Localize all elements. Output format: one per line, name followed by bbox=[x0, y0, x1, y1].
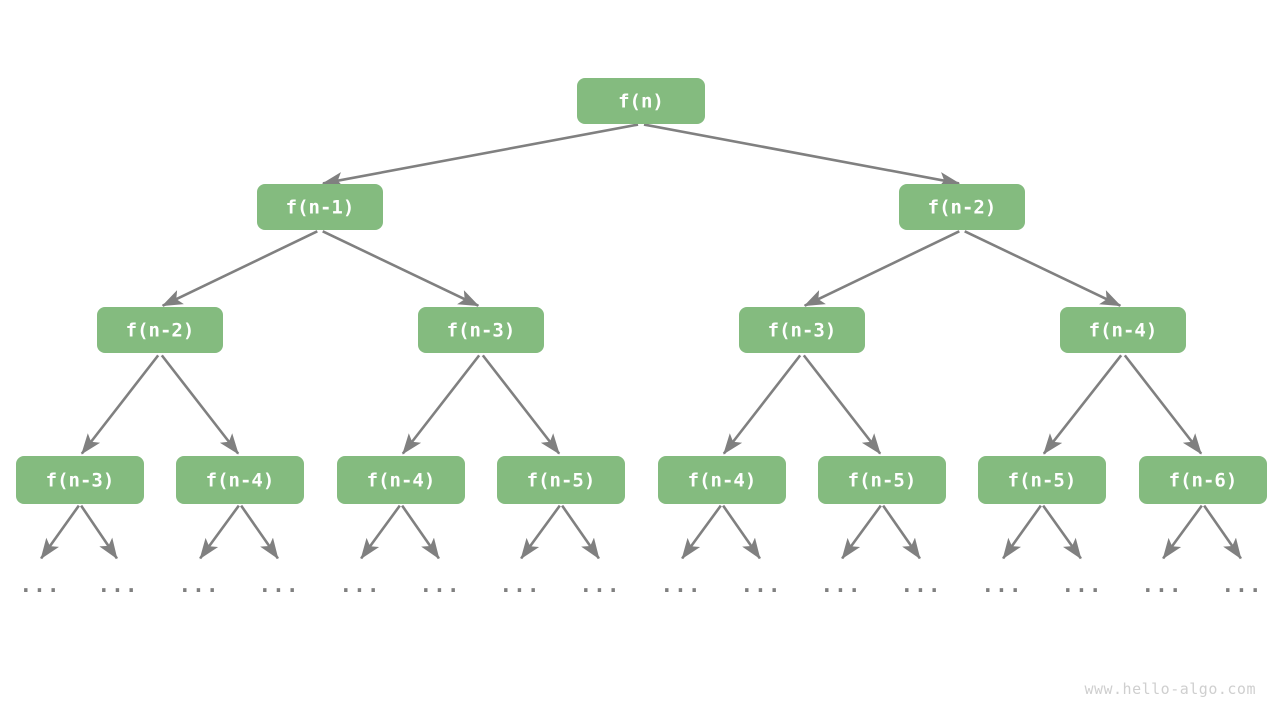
leaf-stub-edge bbox=[1002, 504, 1042, 560]
tree-node-label: f(n-3) bbox=[768, 320, 837, 342]
tree-edge bbox=[802, 354, 882, 455]
tree-edge bbox=[322, 230, 480, 307]
tree-node-box bbox=[337, 456, 465, 504]
tree-node-label: f(n-3) bbox=[46, 470, 115, 492]
tree-node[interactable]: f(n) bbox=[577, 78, 705, 124]
tree-node-label: f(n-5) bbox=[527, 470, 596, 492]
leaf-stub-edge bbox=[681, 504, 722, 560]
tree-node[interactable]: f(n-4) bbox=[1060, 307, 1186, 353]
tree-node-label: f(n-4) bbox=[688, 470, 757, 492]
leaf-stub-edge bbox=[401, 504, 440, 560]
tree-node-label: f(n-2) bbox=[928, 197, 997, 219]
leaf-stub-edge bbox=[561, 504, 600, 560]
leaf-stub-edge bbox=[1042, 504, 1082, 560]
edges-layer bbox=[80, 123, 1203, 455]
tree-node[interactable]: f(n-4) bbox=[337, 456, 465, 504]
leaf-stub-edges-layer bbox=[40, 504, 1242, 560]
ellipsis-marker: ... bbox=[982, 573, 1023, 597]
tree-node-label: f(n-4) bbox=[206, 470, 275, 492]
tree-node-label: f(n-5) bbox=[848, 470, 917, 492]
ellipsis-marker: ... bbox=[1142, 573, 1183, 597]
leaf-stub-edge bbox=[520, 504, 561, 560]
tree-node-label: f(n-3) bbox=[447, 320, 516, 342]
ellipsis-marker: ... bbox=[741, 573, 782, 597]
watermark: www.hello-algo.com bbox=[1084, 680, 1256, 698]
tree-node[interactable]: f(n-4) bbox=[658, 456, 786, 504]
tree-edge bbox=[1123, 354, 1203, 455]
ellipsis-marker: ... bbox=[1222, 573, 1263, 597]
ellipsis-marker: ... bbox=[580, 573, 621, 597]
tree-node-box bbox=[418, 307, 544, 353]
tree-node-box bbox=[577, 78, 705, 124]
leaf-stub-edge bbox=[40, 504, 80, 560]
ellipsis-marker: ... bbox=[500, 573, 541, 597]
tree-node-box bbox=[97, 307, 223, 353]
tree-edge bbox=[803, 230, 960, 307]
leaf-stub-edge bbox=[841, 504, 882, 560]
tree-edge bbox=[160, 354, 240, 455]
leaf-stub-edge bbox=[360, 504, 401, 560]
tree-node[interactable]: f(n-1) bbox=[257, 184, 383, 230]
tree-node[interactable]: f(n-5) bbox=[818, 456, 946, 504]
tree-edge bbox=[481, 354, 561, 455]
tree-node[interactable]: f(n-3) bbox=[418, 307, 544, 353]
tree-node-box bbox=[978, 456, 1106, 504]
tree-node-label: f(n-4) bbox=[367, 470, 436, 492]
tree-node[interactable]: f(n-5) bbox=[978, 456, 1106, 504]
tree-node-label: f(n-1) bbox=[286, 197, 355, 219]
tree-node-box bbox=[176, 456, 304, 504]
ellipsis-marker: ... bbox=[340, 573, 381, 597]
tree-node-box bbox=[1060, 307, 1186, 353]
ellipsis-marker: ... bbox=[98, 573, 139, 597]
tree-node-box bbox=[818, 456, 946, 504]
tree-node[interactable]: f(n-3) bbox=[739, 307, 865, 353]
leaf-stub-edge bbox=[199, 504, 240, 560]
tree-node-box bbox=[497, 456, 625, 504]
tree-edge bbox=[643, 123, 961, 188]
ellipsis-marker: ... bbox=[821, 573, 862, 597]
tree-node[interactable]: f(n-4) bbox=[176, 456, 304, 504]
tree-node[interactable]: f(n-3) bbox=[16, 456, 144, 504]
ellipsis-marker: ... bbox=[1062, 573, 1103, 597]
ellipsis-marker: ... bbox=[259, 573, 300, 597]
tree-node[interactable]: f(n-6) bbox=[1139, 456, 1267, 504]
ellipsis-marker: ... bbox=[901, 573, 942, 597]
tree-node-box bbox=[1139, 456, 1267, 504]
ellipsis-layer: ........................................… bbox=[20, 573, 1263, 597]
tree-edge bbox=[401, 354, 481, 455]
nodes-layer: f(n) f(n-1) f(n-2) f(n-2) f(n-3) f(n-3) f(n-4)… bbox=[16, 78, 1267, 504]
ellipsis-marker: ... bbox=[661, 573, 702, 597]
ellipsis-marker: ... bbox=[179, 573, 220, 597]
tree-node[interactable]: f(n-5) bbox=[497, 456, 625, 504]
leaf-stub-edge bbox=[1162, 504, 1203, 560]
tree-edge bbox=[1042, 354, 1123, 455]
tree-edge bbox=[321, 123, 639, 188]
ellipsis-marker: ... bbox=[20, 573, 61, 597]
leaf-stub-edge bbox=[80, 504, 118, 560]
tree-node-label: f(n) bbox=[618, 91, 664, 113]
tree-edge bbox=[722, 354, 802, 455]
leaf-stub-edge bbox=[240, 504, 279, 560]
tree-node-label: f(n-4) bbox=[1089, 320, 1158, 342]
tree-node-label: f(n-6) bbox=[1169, 470, 1238, 492]
tree-node-box bbox=[257, 184, 383, 230]
tree-edge bbox=[161, 230, 318, 307]
tree-node-label: f(n-2) bbox=[126, 320, 195, 342]
leaf-stub-edge bbox=[722, 504, 761, 560]
tree-node-box bbox=[16, 456, 144, 504]
tree-edge bbox=[964, 230, 1122, 307]
tree-node-box bbox=[899, 184, 1025, 230]
tree-node[interactable]: f(n-2) bbox=[97, 307, 223, 353]
tree-node-label: f(n-5) bbox=[1008, 470, 1077, 492]
leaf-stub-edge bbox=[1203, 504, 1242, 560]
tree-edge bbox=[80, 354, 160, 455]
tree-node-box bbox=[658, 456, 786, 504]
leaf-stub-edge bbox=[882, 504, 921, 560]
ellipsis-marker: ... bbox=[420, 573, 461, 597]
tree-node[interactable]: f(n-2) bbox=[899, 184, 1025, 230]
tree-node-box bbox=[739, 307, 865, 353]
